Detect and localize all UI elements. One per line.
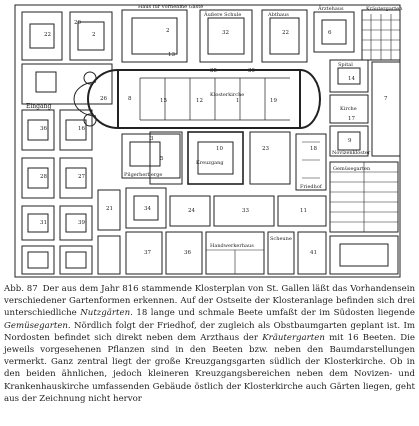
plan-number: 37 [144, 250, 151, 256]
label-workshop-house: Handwerkerhaus [210, 243, 254, 249]
plan-number: 27 [78, 174, 85, 180]
plan-number: 17 [348, 116, 355, 122]
label-guest-house: Haus für vornehme Gäste [138, 4, 203, 10]
plan-number: 33 [242, 208, 249, 214]
outer-school [199, 9, 253, 63]
guest-house [121, 9, 188, 63]
plan-number: 11 [300, 208, 307, 214]
plan-number: 19 [270, 98, 277, 104]
plan-number: 23 [262, 146, 269, 152]
plan-number: 24 [188, 208, 195, 214]
physician-house [313, 11, 355, 53]
abbot-house [261, 9, 308, 63]
novitiate [329, 125, 369, 157]
label-entrance: Eingang [26, 103, 51, 110]
label-hospital: Spital [338, 62, 353, 68]
figure-number: Abb. 87 [4, 284, 38, 294]
plan-number: 12 [196, 98, 203, 104]
barn [267, 231, 295, 275]
plan-number: 3 [150, 136, 154, 142]
label-abbey-church: Klosterkirche [210, 92, 244, 98]
caption-text-3: Nördlich folgt der Friedhof, der zugleic… [4, 320, 415, 343]
plan-number: 1 [236, 98, 240, 104]
figure-caption: Abb. 87 Der aus dem Jahr 816 stammende K… [4, 283, 415, 405]
plan-number: 41 [310, 250, 317, 256]
caption-emph-3: Kräutergarten [262, 332, 325, 343]
plan-number: 7 [384, 96, 388, 102]
label-cloister: Kreuzgang [196, 160, 224, 166]
hospital [329, 59, 369, 93]
label-barn: Scheune [270, 236, 292, 242]
plan-number: 6 [328, 30, 332, 36]
plan-number: 35 [210, 68, 217, 74]
west-apse [87, 69, 119, 129]
plan-number: 13 [168, 52, 175, 58]
left-blocks [21, 109, 121, 275]
plan-number: 30 [248, 68, 255, 74]
plan-number: 2 [92, 32, 96, 38]
plan-number: 5 [160, 156, 164, 162]
caption-emph-2: Gemüsegarten. [4, 320, 71, 331]
plan-number: 10 [216, 146, 223, 152]
east-apse [299, 69, 321, 129]
plan-number: 28 [40, 174, 47, 180]
label-outer-school: Äußere Schule [203, 11, 241, 18]
label-herb-garden: Kräutergarten [366, 6, 403, 12]
plan-number: 18 [310, 146, 317, 152]
plan-number: 32 [222, 30, 229, 36]
plan-number: 22 [44, 32, 51, 38]
label-cemetery: Friedhof [300, 184, 323, 190]
chapel [329, 94, 369, 124]
plan-number: 9 [348, 138, 352, 144]
plan-number: 36 [184, 250, 191, 256]
plan-number: 16 [78, 126, 85, 132]
label-physician-house: Ärztehaus [317, 5, 344, 12]
plan-number: 21 [106, 206, 113, 212]
plan-number: 34 [144, 206, 151, 212]
label-pilgrim-hostel: Pilgerherberge [124, 172, 162, 178]
plan-number: 20 [74, 20, 81, 26]
pilgrim-hostel [121, 133, 181, 179]
plan-number: 8 [128, 96, 132, 102]
label-abbot-house: Abthaus [267, 12, 289, 18]
monastery-plan-figure: Haus für vornehme Gäste Äußere Schule Ab… [14, 4, 403, 278]
label-vegetable-garden: Gemüsegarten [333, 166, 371, 172]
label-chapel: Kirche [340, 106, 357, 112]
caption-paragraph: Abb. 87 Der aus dem Jahr 816 stammende K… [4, 283, 415, 405]
caption-text-4: mit 16 Beeten. Die jeweils vorgesehenen … [4, 332, 416, 404]
caption-emph-1: Nutzgärten. [80, 308, 133, 319]
monastery-plan-drawing: Haus für vornehme Gäste Äußere Schule Ab… [14, 4, 403, 278]
caption-text-1: Der aus dem Jahr 816 stammende Klosterpl… [4, 284, 416, 319]
plan-number: 2 [166, 28, 170, 34]
plan-number: 36 [40, 126, 47, 132]
plan-number: 26 [100, 96, 107, 102]
plan-number: 14 [348, 76, 355, 82]
plan-number: 15 [160, 98, 167, 104]
plan-number: 22 [282, 30, 289, 36]
plan-number: 39 [78, 220, 85, 226]
cloister [187, 131, 244, 185]
plan-number: 31 [40, 220, 47, 226]
cemetery [295, 133, 327, 191]
label-novitiate: Novizenkloster [332, 150, 371, 156]
caption-text-2: 18 lange und schmale Beete umfaßt der im… [132, 308, 415, 319]
